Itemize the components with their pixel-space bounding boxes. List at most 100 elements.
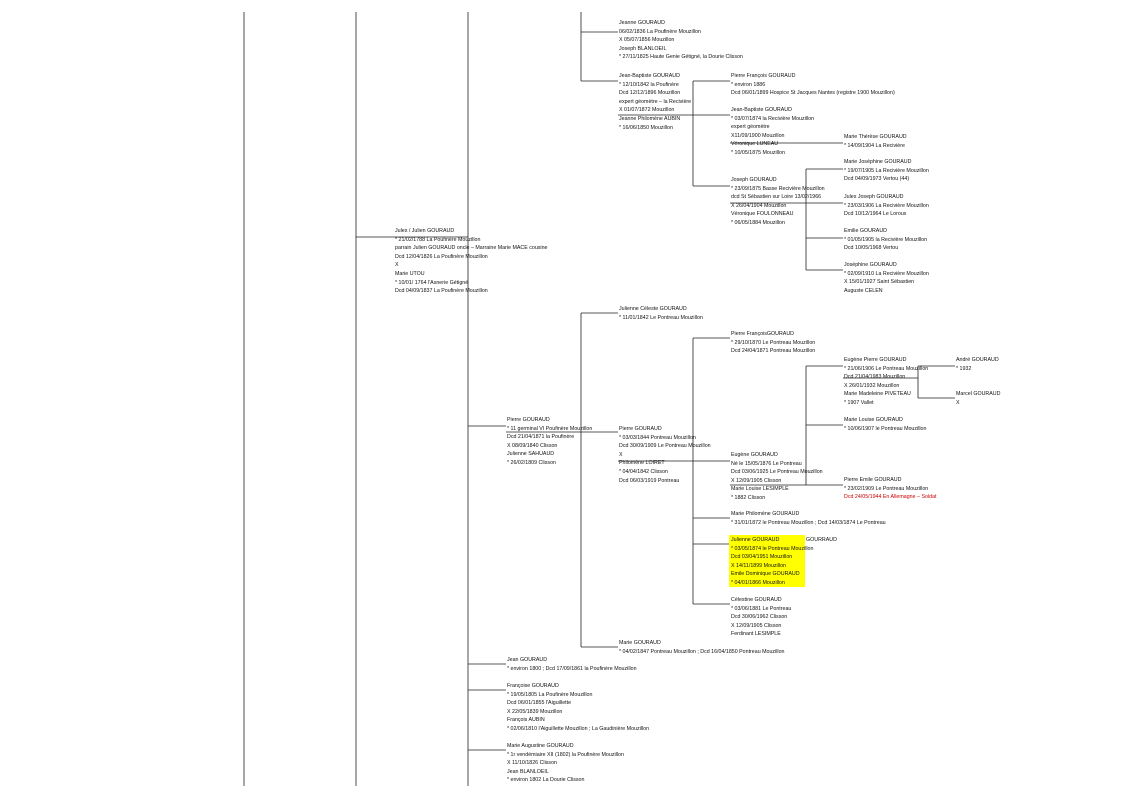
person-line: * 06/05/1884 Mouzillon bbox=[731, 219, 785, 226]
person-marie-louise-gouraud: Marie Louise GOURAUD * 10/06/1907 le Pont… bbox=[844, 416, 926, 433]
person-line: Jean-Baptiste GOURAUD bbox=[619, 73, 680, 79]
person-line: Emile Dominique GOURAUD bbox=[731, 571, 800, 578]
person-line: X 15/01/1927 Saint Sébastien bbox=[844, 279, 915, 286]
person-marie-augustine-gouraud: Marie Augustine GOURAUD* 1r vendémiaire … bbox=[507, 742, 624, 785]
person-line: * 21/02/1788 La Poufinère Mouzillon bbox=[395, 236, 481, 243]
person-line: Marie Thérèse GOURAUD bbox=[844, 134, 907, 140]
person-line: Marie GOURAUD bbox=[619, 640, 661, 646]
person-line: Dcd 12/12/1896 Mouzillon bbox=[619, 90, 681, 97]
person-line: * 04/01/1866 Mouzillon bbox=[731, 579, 785, 586]
person-marie-gouraud: Marie GOURAUD * 04/02/1847 Pontreau Mouzi… bbox=[619, 639, 785, 656]
person-line: * 01/05/1905 la Recivière Mouzillon bbox=[844, 236, 928, 243]
person-line: * 02/06/1810 l'Aiguillette Mouzillon ; L… bbox=[507, 725, 650, 732]
person-celestine-gouraud: Célestine GOURAUD * 03/06/1881 Le Pontrea… bbox=[731, 596, 791, 639]
person-line: Célestine GOURAUD bbox=[731, 597, 782, 603]
person-line: dcd St Sébastien sur Loire 13/02/1966 bbox=[731, 194, 822, 201]
person-line: Pierre Emile GOURAUD bbox=[844, 477, 902, 483]
highlight-julienne bbox=[729, 535, 805, 587]
person-line: Marie Philomène GOURAUD bbox=[731, 511, 800, 517]
person-line: Jules / Julien GOURAUD bbox=[395, 228, 455, 234]
person-line: * 03/05/1874 le Pontreau Mouzillon bbox=[731, 545, 814, 552]
person-line: * 10/06/1907 le Pontreau Mouzillon bbox=[844, 425, 927, 432]
person-line: Dcd 06/03/1919 Pontreau bbox=[619, 477, 680, 484]
person-pierre-gouraud: Pierre GOURAUD * 11 germinal VI Poufinère… bbox=[507, 416, 592, 468]
person-line: Dcd 04/09/1973 Vertou (44) bbox=[844, 176, 910, 183]
person-pierre-francois-gouraud-2: Pierre FrançoisGOURAUD* 29/10/1870 Le Po… bbox=[731, 330, 815, 356]
person-francoise-gouraud: Françoise GOURAUD * 19/05/1805 La Poufinè… bbox=[507, 682, 649, 734]
person-line: Marie Madeleine PIVETEAU bbox=[844, 391, 911, 398]
person-line: Pierre François GOURAUD bbox=[731, 73, 796, 79]
person-line: Jules Joseph GOURAUD bbox=[844, 194, 904, 200]
person-line: Emilie GOURAUD bbox=[844, 228, 887, 234]
person-line: Marie UTOU bbox=[395, 270, 425, 277]
person-line: Dcd 03/06/1925 Le Pontreau Mouzillon bbox=[731, 469, 823, 476]
person-line: X 11/10/1826 Clisson bbox=[507, 760, 557, 767]
person-line: * 31/01/1872 le Pontreau Mouzillon ; Dcd… bbox=[731, 519, 886, 526]
person-line: * 23/09/1875 Basse Recivière Mouzillon bbox=[731, 185, 825, 192]
person-line: Marie Louise LESIMPLE bbox=[731, 486, 789, 493]
person-line: Françoise GOURAUD bbox=[507, 683, 559, 689]
person-line: Jean GOURAUD bbox=[507, 657, 548, 663]
person-line: * 26/02/1809 Clisson bbox=[507, 459, 556, 466]
person-pierre-gouraud-2: Pierre GOURAUD* 03/03/1844 Pontreau Mouz… bbox=[619, 425, 711, 485]
person-line: * 12/10/1842 la Poufinère bbox=[619, 81, 679, 88]
person-line: X 12/09/1905 Clisson bbox=[731, 477, 782, 484]
person-line: Dcd 04/09/1837 La Poufinère Mouzillon bbox=[395, 288, 488, 295]
person-julienne-celeste-gouraud: Julienne Céleste GOURAUD* 11/01/1842 Le … bbox=[619, 305, 703, 322]
person-line: * 10/05/1875 Mouzillon bbox=[731, 149, 785, 156]
person-line: Auguste CELEN bbox=[844, 287, 883, 294]
person-line: * 1907 Vallet bbox=[844, 399, 874, 406]
person-marie-philomene-gouraud: Marie Philomène GOURAUD * 31/01/1872 le P… bbox=[731, 510, 886, 527]
person-line: * 23/03/1906 La Recivière Mouzillon bbox=[844, 202, 929, 209]
person-line: * 19/05/1805 La Poufinère Mouzillon bbox=[507, 691, 593, 698]
person-line: * 04/04/1842 Clisson bbox=[619, 468, 668, 475]
person-line: Jean BLANLOEIL bbox=[507, 768, 549, 775]
person-line: X 12/09/1905 Clisson bbox=[731, 622, 782, 629]
person-line: * 04/02/1847 Pontreau Mouzillon ; Dcd 16… bbox=[619, 648, 785, 655]
person-marie-josephine-gouraud: Marie Joséphine GOURAUD* 19/07/1905 La R… bbox=[844, 158, 929, 184]
person-line: X 01/07/1872 Mouzillon bbox=[619, 107, 675, 114]
person-line: * 03/07/1874 la Recivière Mouzillon bbox=[731, 115, 815, 122]
person-line: Ferdinant LESIMPLE bbox=[731, 631, 781, 638]
person-line: Julienne Céleste GOURAUD bbox=[619, 306, 687, 312]
person-line: Véronique FOULONNEAU bbox=[731, 211, 794, 218]
person-line: * 19/07/1905 La Recivière Mouzillon bbox=[844, 167, 929, 174]
person-line: Marie Augustine GOURAUD bbox=[507, 743, 574, 749]
person-line: Dcd 12/04/1826 La Poufinère Mouzillon bbox=[395, 253, 488, 260]
person-line: Jean-Baptiste GOURAUD bbox=[731, 107, 792, 113]
person-line: 06/02/1836 La Poufinère Mouzillon bbox=[619, 28, 701, 35]
person-marie-therese-gouraud: Marie Thérèse GOURAUD* 14/09/1904 La Rec… bbox=[844, 133, 907, 150]
person-line: André GOURAUD bbox=[956, 357, 999, 363]
person-line: X 08/09/1840 Clisson bbox=[507, 442, 558, 449]
person-line: * 10/01/ 1764 l'Asnerie Gétigné bbox=[395, 279, 469, 286]
person-line: * 16/06/1850 Mouzillon bbox=[619, 124, 673, 131]
person-line: * 1882 Clisson bbox=[731, 494, 766, 501]
person-line: * 11 germinal VI Poufinère Mouzillon bbox=[507, 425, 593, 432]
person-line: Véronique LUNEAU bbox=[731, 141, 779, 148]
person-line: X 26/01/1932 Mouzillon bbox=[844, 382, 900, 389]
person-jean-baptiste-gouraud: Jean-Baptiste GOURAUD * 12/10/1842 la Pou… bbox=[619, 72, 691, 132]
person-line: * 03/06/1881 Le Pontreau bbox=[731, 605, 792, 612]
person-josephine-gouraud: Joséphine GOURAUD * 02/09/1910 La Reciviè… bbox=[844, 261, 929, 295]
person-line: X bbox=[619, 451, 623, 458]
person-line: * 02/09/1910 La Recivière Mouzillon bbox=[844, 270, 929, 277]
person-line: * 1932 bbox=[956, 365, 972, 372]
person-line: Jeanne GOURAUD bbox=[619, 20, 665, 26]
person-line: Né le 15/05/1876 Le Pontreau bbox=[731, 460, 802, 467]
person-line: Dcd 21/04/1983 Mouzillon bbox=[844, 374, 906, 381]
person-line: Marie Louise GOURAUD bbox=[844, 417, 903, 423]
person-line: Joseph GOURAUD bbox=[731, 177, 777, 183]
person-line: Dcd 03/04/1951 Mouzillon bbox=[731, 554, 793, 561]
person-line: * 03/03/1844 Pontreau Mouzillon bbox=[619, 434, 696, 441]
person-line: X 22/05/1839 Mouzillon bbox=[507, 708, 563, 715]
person-line: Julienne SAHUAUD bbox=[507, 451, 555, 458]
person-line: Joséphine GOURAUD bbox=[844, 262, 897, 268]
person-line: Dcd 06/01/1855 l'Aiguillette bbox=[507, 700, 572, 707]
person-line: Pierre GOURAUD bbox=[507, 417, 550, 423]
person-line: Dcd 30/06/1962 Clisson bbox=[731, 614, 788, 621]
person-line: X11/09/1900 Mouzillon bbox=[731, 132, 785, 139]
person-line: * 27/11/1825 Haute Genie Gétigné, la Dou… bbox=[619, 54, 743, 61]
person-line: * 21/06/1906 Le Pontreau Mouzillon bbox=[844, 365, 929, 372]
